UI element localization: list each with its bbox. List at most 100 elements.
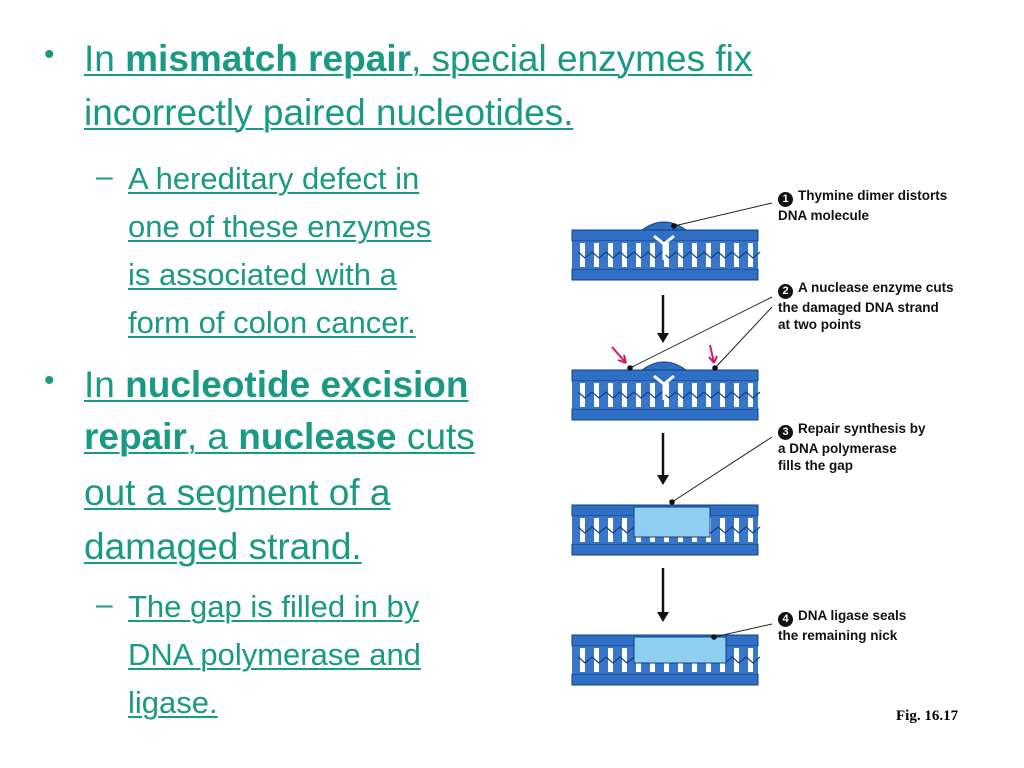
dna-segment-1-base-gap: [650, 243, 655, 267]
dna-segment-2-base-gap: [720, 383, 725, 407]
dna-segment-3-base-gap: [734, 518, 739, 542]
bullet-2-line-4-text: damaged strand.: [84, 526, 362, 567]
step-3-pointer: [671, 436, 773, 503]
dna-segment-3-repair-patch: [633, 506, 711, 538]
bullet-2-mid: , a: [186, 416, 239, 457]
sub-bullet-2-line-text: The gap is filled in by: [128, 589, 420, 624]
step-caption-text: Thymine dimer distorts: [798, 188, 948, 203]
dna-segment-1-top-strand: [571, 229, 759, 242]
step-2-pointer-a-dot: [627, 365, 633, 371]
dna-segment-2-base-gap: [734, 383, 739, 407]
bullet-marker: •: [44, 38, 55, 71]
sub-bullet-marker: –: [96, 160, 113, 193]
dna-segment-1-base-gap: [608, 243, 613, 267]
dna-segment-2-base-gap: [650, 383, 655, 407]
step-1-caption-line: DNA molecule: [778, 207, 947, 224]
dna-segment-3-base-gap: [608, 518, 613, 542]
dna-segment-2-top-strand: [571, 369, 759, 382]
dna-segment-1-base-gap: [692, 243, 697, 267]
step-caption-text: a DNA polymerase: [778, 441, 897, 456]
dna-segment-1-bottom-strand: [571, 268, 759, 281]
cut-arrow-right-head: [708, 355, 718, 364]
dna-segment-1-base-gap: [594, 243, 599, 267]
bullet-1-line-1: In mismatch repair, special enzymes fix: [84, 36, 752, 81]
bullet-1-rest: , special enzymes fix: [411, 38, 753, 79]
sub-bullet-2-line-text: ligase.: [128, 685, 218, 720]
bullet-2-prefix: In: [84, 364, 126, 405]
step-caption-text: DNA ligase seals: [798, 608, 907, 623]
step-2-caption-line: at two points: [778, 316, 954, 333]
bullet-2-line-4: damaged strand.: [84, 524, 362, 569]
dna-segment-1-base-gap: [664, 243, 669, 267]
bullet-2-term-1: nucleotide excision: [125, 364, 469, 405]
dna-segment-2-base-gap: [608, 383, 613, 407]
step-2-pointer-a: [629, 296, 773, 369]
dna-segment-1-base-pair-line: [577, 251, 761, 259]
dna-segment-1-base-gap: [706, 243, 711, 267]
sub-bullet-marker: –: [96, 588, 113, 621]
step-number-badge: 1: [778, 192, 793, 207]
step-2-caption-line: the damaged DNA strand: [778, 299, 954, 316]
dna-segment-2-base-gap: [748, 383, 753, 407]
step-caption-text: at two points: [778, 317, 862, 332]
dna-segment-3-base-gap: [622, 518, 627, 542]
dna-segment-1-base-gap: [720, 243, 725, 267]
step-1-pointer: [673, 202, 773, 227]
dna-segment-2-dimer-bulge: [640, 361, 688, 371]
dna-segment-2-base-gap: [594, 383, 599, 407]
step-4-caption: 4 DNA ligase seals the remaining nick: [778, 607, 906, 644]
dna-segment-2-base-gap: [692, 383, 697, 407]
dna-segment-4-base-gap: [608, 648, 613, 672]
step-4-caption-line: the remaining nick: [778, 627, 906, 644]
dna-segment-1-thymine-dimer: [653, 234, 675, 260]
dna-segment-2-thymine-dimer: [653, 374, 675, 400]
bullet-marker: •: [44, 364, 55, 397]
sub-bullet-2-line-text: DNA polymerase and: [128, 637, 421, 672]
step-4-pointer-dot: [711, 634, 717, 640]
sub-bullet-2-line-1: The gap is filled in by: [128, 583, 419, 631]
step-caption-text: fills the gap: [778, 458, 854, 473]
sub-bullet-1-line-2: one of these enzymes: [128, 203, 431, 251]
step-caption-text: the remaining nick: [778, 628, 898, 643]
dna-segment-4-base-gap: [734, 648, 739, 672]
sub-bullet-1-line-4: form of colon cancer.: [128, 299, 416, 347]
step-number-badge: 4: [778, 612, 793, 627]
dna-segment-3-bottom-strand: [571, 543, 759, 556]
step-3-caption-line: a DNA polymerase: [778, 440, 926, 457]
dna-segment-4-base-gap: [622, 648, 627, 672]
dna-segment-2-base-gap: [580, 383, 585, 407]
bullet-2-line-3-text: out a segment of a: [84, 472, 391, 513]
dna-segment-4-bottom-strand: [571, 673, 759, 686]
step-arrow-2-head: [657, 475, 669, 485]
dna-segment-2-base-gap: [622, 383, 627, 407]
step-3-caption-line: fills the gap: [778, 457, 926, 474]
dna-segment-1-base-gap: [580, 243, 585, 267]
sub-bullet-1-line-3: is associated with a: [128, 251, 397, 299]
bullet-1-line-2-text: incorrectly paired nucleotides.: [84, 92, 574, 133]
step-arrow-3-head: [657, 612, 669, 622]
bullet-1-prefix: In: [84, 38, 126, 79]
dna-segment-3-base-gap: [720, 518, 725, 542]
dna-segment-1-base-gap: [678, 243, 683, 267]
dna-segment-2-base-gap: [706, 383, 711, 407]
dna-segment-1-base-gap: [622, 243, 627, 267]
step-arrow-1-head: [657, 333, 669, 343]
step-number-badge: 2: [778, 284, 793, 299]
step-4-pointer: [713, 623, 773, 638]
sub-bullet-2-line-3: ligase.: [128, 679, 218, 727]
dna-segment-3-base-gap: [748, 518, 753, 542]
sub-bullet-1-line-text: form of colon cancer.: [128, 305, 416, 340]
dna-segment-4-base-gap: [748, 648, 753, 672]
bullet-2-line-3: out a segment of a: [84, 470, 390, 515]
dna-segment-3-base-gap: [580, 518, 585, 542]
figure-label: Fig. 16.17: [896, 708, 959, 724]
cut-arrow-right: [709, 344, 715, 364]
bullet-2-term-3: nuclease: [238, 416, 397, 457]
dna-segment-2-base-gap: [664, 383, 669, 407]
